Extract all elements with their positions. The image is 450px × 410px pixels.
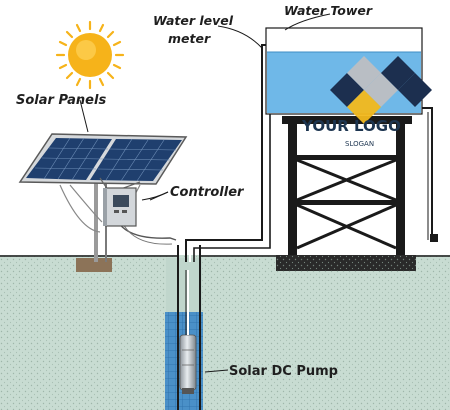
label-water-tower: Water Tower: [284, 3, 373, 18]
sun-icon: [57, 22, 123, 88]
label-water-level-meter-2: meter: [168, 31, 211, 46]
label-water-level-meter-1: Water level: [153, 13, 234, 28]
water-tower: [266, 28, 438, 271]
logo-text: YOUR LOGO: [301, 117, 401, 135]
ground: [0, 255, 450, 410]
solar-panels: [20, 100, 186, 184]
label-solar-panels: Solar Panels: [16, 93, 106, 108]
label-controller: Controller: [170, 185, 245, 200]
logo-subtext: SLOGAN: [345, 140, 374, 148]
label-solar-dc-pump: Solar DC Pump: [229, 364, 338, 379]
